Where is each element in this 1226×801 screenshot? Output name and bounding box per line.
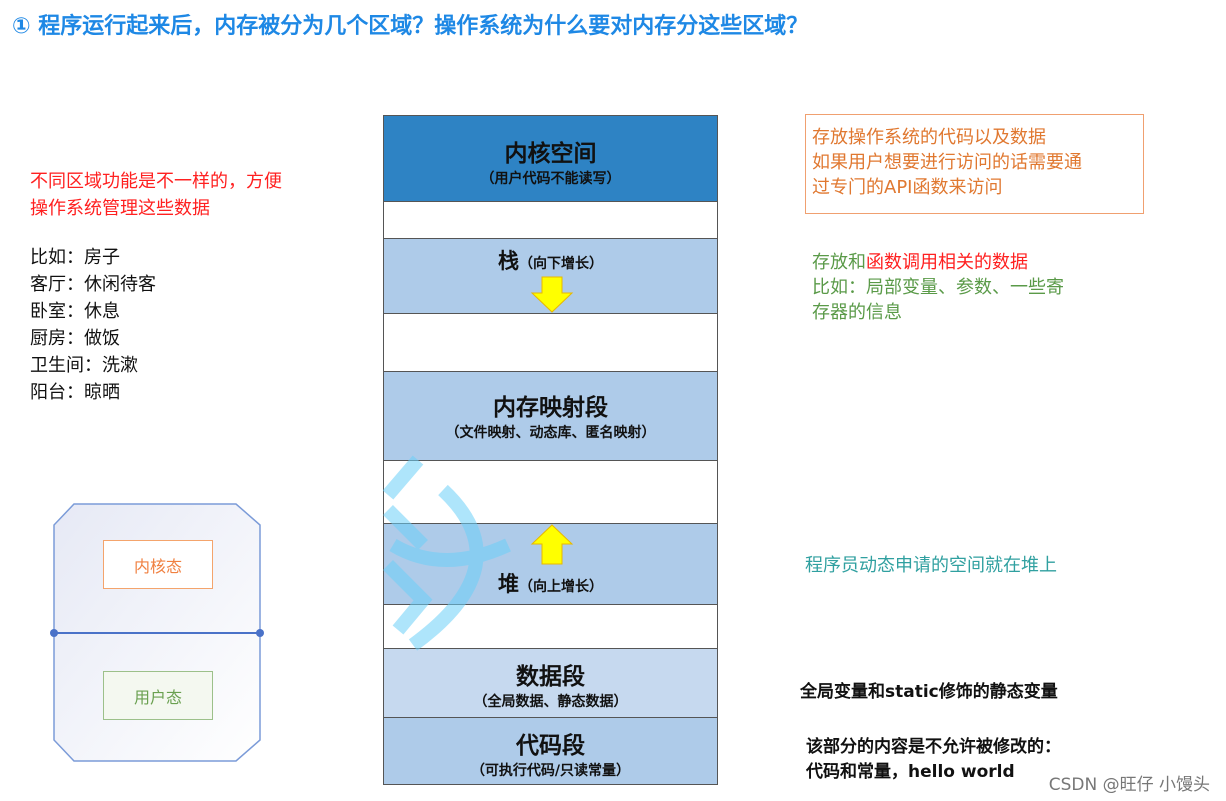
arrow-up-icon <box>530 524 574 565</box>
example-item: 客厅：休闲待客 <box>30 274 156 295</box>
example-item: 卫生间：洗漱 <box>30 355 138 376</box>
segment-sub: （向下增长） <box>519 256 603 272</box>
segment-title: 数据段 <box>516 664 585 690</box>
note-line: 比如：局部变量、参数、一些寄 <box>812 277 1064 298</box>
note-line: 过专门的API函数来访问 <box>812 177 1003 198</box>
example-item: 厨房：做饭 <box>30 328 120 349</box>
segment-sub: （全局数据、静态数据） <box>473 694 628 710</box>
note-line: 存放操作系统的代码以及数据 <box>812 127 1046 148</box>
reason-line: 不同区域功能是不一样的，方便 <box>30 171 282 192</box>
segment-title: 内存映射段 <box>493 395 608 421</box>
user-mode-box: 用户态 <box>103 671 213 720</box>
code-note: 该部分的内容是不允许被修改的： 代码和常量，hello world <box>806 735 1061 785</box>
note-highlight: 函数调用相关的数据 <box>866 252 1028 273</box>
kernel-note: 存放操作系统的代码以及数据 如果用户想要进行访问的话需要通 过专门的API函数来… <box>805 114 1144 214</box>
reason-line: 操作系统管理这些数据 <box>30 198 210 219</box>
data-note: 全局变量和static修饰的静态变量 <box>800 682 1058 702</box>
note-line: 存器的信息 <box>812 302 902 323</box>
stack-note: 存放和函数调用相关的数据 比如：局部变量、参数、一些寄 存器的信息 <box>812 250 1064 325</box>
note-line: 如果用户想要进行访问的话需要通 <box>812 152 1082 173</box>
watermark-logo <box>383 455 511 651</box>
heap-note: 程序员动态申请的空间就在堆上 <box>805 555 1057 576</box>
segment-title: 栈 <box>498 249 519 273</box>
arrow-down-icon <box>530 276 574 313</box>
code-segment: 代码段 （可执行代码/只读常量） <box>383 717 718 785</box>
kernel-space-segment: 内核空间 （用户代码不能读写） <box>383 115 718 202</box>
watermark-text: CSDN @旺仔 小馒头 <box>1048 775 1210 795</box>
page-title: ① 程序运行起来后，内存被分为几个区域？操作系统为什么要对内存分这些区域？ <box>12 14 809 39</box>
kernel-mode-box: 内核态 <box>103 540 213 589</box>
data-segment: 数据段 （全局数据、静态数据） <box>383 648 718 718</box>
example-item: 比如：房子 <box>30 247 120 268</box>
segment-title: 代码段 <box>516 733 585 759</box>
example-item: 卧室：休息 <box>30 301 120 322</box>
segment-title: 堆 <box>498 572 519 596</box>
segment-sub: （用户代码不能读写） <box>480 171 621 187</box>
segment-sub: （可执行代码/只读常量） <box>470 763 631 779</box>
segment-sub: （文件映射、动态库、匿名映射） <box>445 425 656 441</box>
note-line: 该部分的内容是不允许被修改的： <box>806 737 1061 757</box>
example-item: 阳台：晾晒 <box>30 382 120 403</box>
gap-segment <box>383 460 718 524</box>
gap-segment <box>383 313 718 372</box>
note-text: 存放和 <box>812 252 866 273</box>
note-line: 代码和常量，hello world <box>806 762 1015 782</box>
gap-segment <box>383 201 718 239</box>
mmap-segment: 内存映射段 （文件映射、动态库、匿名映射） <box>383 371 718 461</box>
segment-sub: （向上增长） <box>519 579 603 595</box>
segment-title: 内核空间 <box>504 141 597 167</box>
reason-text: 不同区域功能是不一样的，方便 操作系统管理这些数据 <box>30 168 282 222</box>
example-list: 比如：房子 客厅：休闲待客 卧室：休息 厨房：做饭 卫生间：洗漱 阳台：晾晒 <box>30 244 156 406</box>
